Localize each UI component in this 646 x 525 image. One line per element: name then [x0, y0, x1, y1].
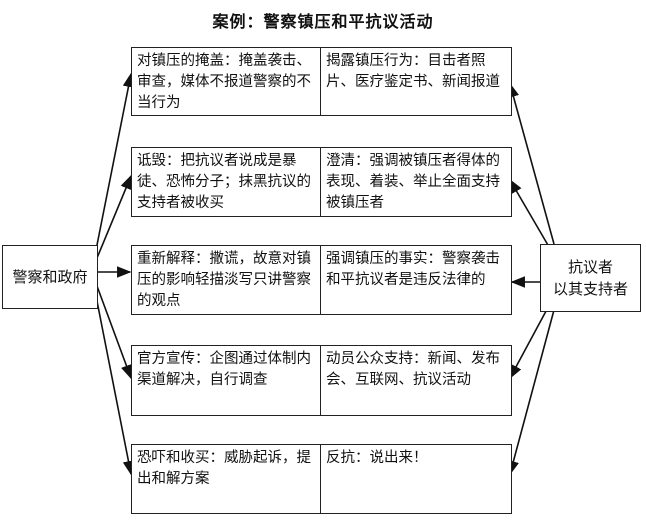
- arrow-left-to-row-1: [95, 72, 135, 251]
- arrow-right-to-row-1: [507, 82, 555, 245]
- row-1-protester-response: 揭露镇压行为：目击者照片、医疗鉴定书、新闻报道: [320, 48, 511, 115]
- right-actor-label-line-2: 以其支持者: [552, 280, 628, 298]
- row-4: 官方宣传：企图通过体制内渠道解决，自行调查 动员公众支持：新闻、发布会、互联网、…: [131, 345, 512, 416]
- row-5-protester-response: 反抗：说出来！: [320, 445, 511, 513]
- arrow-right-to-row-5: [507, 309, 555, 476]
- left-actor-label: 警察和政府: [12, 268, 88, 286]
- arrow-left-to-row-4: [96, 285, 132, 380]
- arrow-left-to-row-5: [95, 295, 135, 476]
- right-actor-box: 抗议者 以其支持者: [540, 244, 641, 312]
- diagram-title: 案例：警察镇压和平抗议活动: [212, 12, 434, 31]
- row-2: 诋毁：把抗议者说成是暴徒、恐怖分子；抹黑抗议的支持者被收买 澄清：强调被镇压者得…: [131, 147, 512, 217]
- row-4-police-tactic: 官方宣传：企图通过体制内渠道解决，自行调查: [137, 351, 311, 388]
- row-1-police-tactic: 对镇压的掩盖：掩盖袭击、审查，媒体不报道警察的不当行为: [137, 53, 311, 111]
- row-2-protester-response: 澄清：强调被镇压者得体的表现、着装、举止全面支持被镇压者: [320, 148, 511, 216]
- row-2-police-tactic: 诋毁：把抗议者说成是暴徒、恐怖分子；抹黑抗议的支持者被收买: [137, 153, 311, 211]
- arrow-right-to-row-2: [509, 178, 553, 253]
- row-4-protester-response: 动员公众支持：新闻、发布会、互联网、抗议活动: [320, 346, 511, 415]
- row-3-protester-response: 强调镇压的事实：警察袭击和平抗议者是违反法律的: [320, 246, 511, 314]
- row-5: 恐吓和收买：威胁起诉，提出和解方案 反抗：说出来！: [131, 444, 512, 514]
- arrow-right-to-row-4: [509, 299, 553, 380]
- arrow-left-to-row-2: [96, 174, 132, 259]
- left-actor-box: 警察和政府: [2, 245, 98, 309]
- row-3: 重新解释：撒谎，故意对镇压的影响轻描淡写只讲警察的观点 强调镇压的事实：警察袭击…: [131, 245, 512, 315]
- row-5-police-tactic: 恐吓和收买：威胁起诉，提出和解方案: [137, 450, 311, 487]
- right-actor-label-line-1: 抗议者: [567, 258, 613, 276]
- row-3-police-tactic: 重新解释：撒谎，故意对镇压的影响轻描淡写只讲警察的观点: [137, 251, 311, 309]
- row-1: 对镇压的掩盖：掩盖袭击、审查，媒体不报道警察的不当行为 揭露镇压行为：目击者照片…: [131, 47, 512, 116]
